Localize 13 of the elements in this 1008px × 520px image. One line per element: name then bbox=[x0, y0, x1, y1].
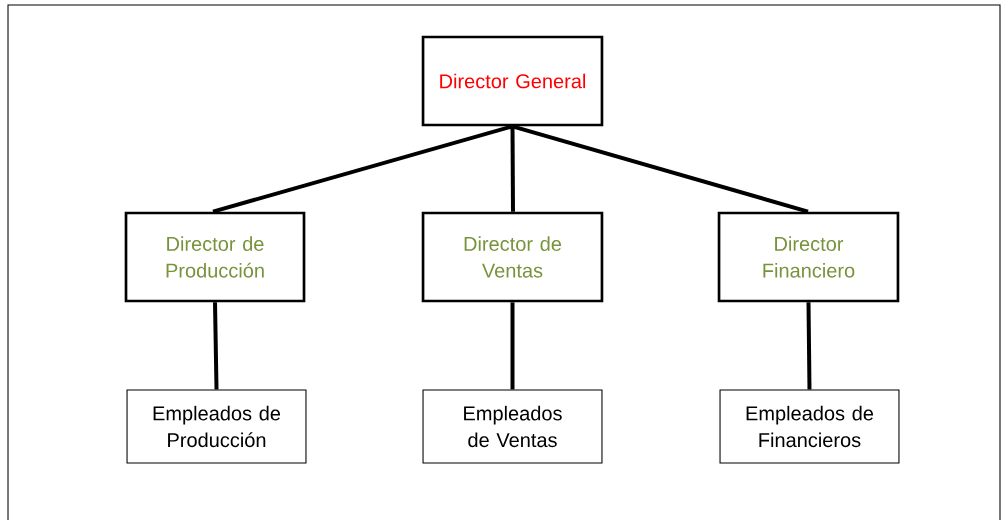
connector-line bbox=[510, 302, 515, 390]
connector-line bbox=[510, 126, 515, 212]
position-box: Director de Ventas bbox=[421, 211, 604, 303]
connector-line bbox=[213, 302, 219, 390]
position-box: Director General bbox=[421, 35, 604, 127]
position-box: Empleados de Financieros bbox=[719, 389, 900, 464]
position-box: Director de Producción bbox=[124, 211, 306, 303]
position-box: Empleados de Ventas bbox=[422, 389, 603, 464]
position-box: Director Financiero bbox=[717, 211, 900, 303]
connector-line bbox=[806, 302, 812, 390]
connector-line bbox=[511, 124, 809, 214]
position-box: Empleados de Producción bbox=[126, 389, 307, 464]
connector-line bbox=[212, 124, 514, 214]
